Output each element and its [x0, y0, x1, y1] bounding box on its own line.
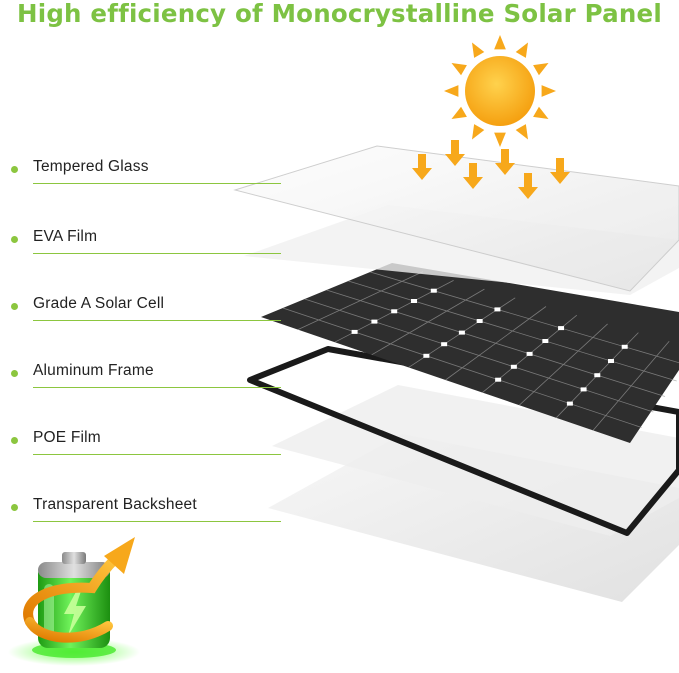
cell-gap-dot: [608, 359, 614, 363]
down-arrow-icon: [412, 154, 432, 180]
tempered-glass-layer: [233, 145, 679, 292]
layer-label-row: Tempered Glass: [0, 156, 290, 186]
sun-ray: [515, 42, 528, 58]
cell-grid-line: [370, 271, 679, 364]
down-arrow-icon: [518, 173, 538, 199]
leader-line: [33, 320, 281, 321]
leader-line: [33, 454, 281, 455]
aluminum-frame: [247, 346, 679, 536]
layer-label-row: EVA Film: [0, 226, 290, 256]
bullet-dot-icon: [11, 236, 18, 243]
down-arrow-icon: [445, 140, 465, 166]
layer-label-row: Aluminum Frame: [0, 360, 290, 390]
sun-ray: [533, 106, 549, 119]
page-title: High efficiency of Monocrystalline Solar…: [17, 0, 662, 28]
sun-ray: [472, 124, 485, 140]
cell-gap-dot: [441, 342, 448, 347]
sun-ray: [515, 124, 528, 140]
down-arrow-icon: [463, 163, 483, 189]
cell-gap-dot: [558, 326, 565, 331]
cell-gap-dot: [494, 307, 501, 312]
charging-battery-icon: [8, 537, 140, 666]
cell-grid-line: [282, 307, 642, 428]
cell-gap-dot: [510, 364, 517, 369]
layer-label: Aluminum Frame: [33, 362, 154, 379]
bullet-dot-icon: [11, 303, 18, 310]
layer-label: Tempered Glass: [33, 158, 149, 175]
layer-label: POE Film: [33, 429, 101, 446]
leader-line: [33, 387, 281, 388]
cell-gap-dot: [621, 344, 628, 349]
bullet-dot-icon: [11, 166, 18, 173]
cell-gap-dot: [391, 309, 398, 314]
cell-gap-dot: [371, 319, 378, 324]
cell-gap-dot: [495, 377, 502, 382]
sun-ray: [533, 63, 549, 76]
layer-label-row: Grade A Solar Cell: [0, 293, 290, 323]
sun-icon: [444, 35, 556, 147]
layer-label: EVA Film: [33, 228, 98, 245]
down-arrow-icon: [495, 149, 515, 175]
cell-gap-dot: [458, 330, 465, 335]
leader-line: [33, 253, 281, 254]
layer-label: Grade A Solar Cell: [33, 295, 165, 312]
bullet-dot-icon: [11, 370, 18, 377]
cell-grid-line: [348, 280, 677, 382]
sun-ray: [451, 63, 467, 76]
sun-ray: [451, 106, 467, 119]
leader-line: [33, 183, 281, 184]
layer-label-row: Transparent Backsheet: [0, 494, 290, 524]
layer-label: Transparent Backsheet: [33, 496, 197, 513]
down-arrow-icon: [550, 158, 570, 184]
cell-grid-line: [304, 298, 654, 413]
cell-gap-dot: [526, 351, 533, 356]
solar-cell-layer: [261, 263, 679, 443]
sun-ray: [472, 42, 485, 58]
bullet-dot-icon: [11, 504, 18, 511]
cell-gap-dot: [594, 373, 601, 378]
sunlight-arrow-icon: [412, 140, 570, 199]
leader-line: [33, 521, 281, 522]
cell-gap-dot: [423, 353, 430, 358]
cell-gap-dot: [351, 329, 358, 334]
cell-gap-dot: [430, 288, 437, 293]
cell-gap-dot: [411, 299, 417, 303]
sun-ray: [494, 35, 506, 50]
cell-gap-dot: [542, 339, 549, 343]
cell-grid-line: [326, 289, 666, 397]
layer-label-row: POE Film: [0, 427, 290, 457]
cell-gap-dot: [566, 401, 573, 406]
bullet-dot-icon: [11, 437, 18, 444]
cell-gap-dot: [580, 387, 587, 392]
sun-ray: [541, 85, 556, 97]
sun-ray: [444, 85, 459, 97]
cell-gap-dot: [476, 319, 483, 323]
sun-ray: [494, 132, 506, 147]
